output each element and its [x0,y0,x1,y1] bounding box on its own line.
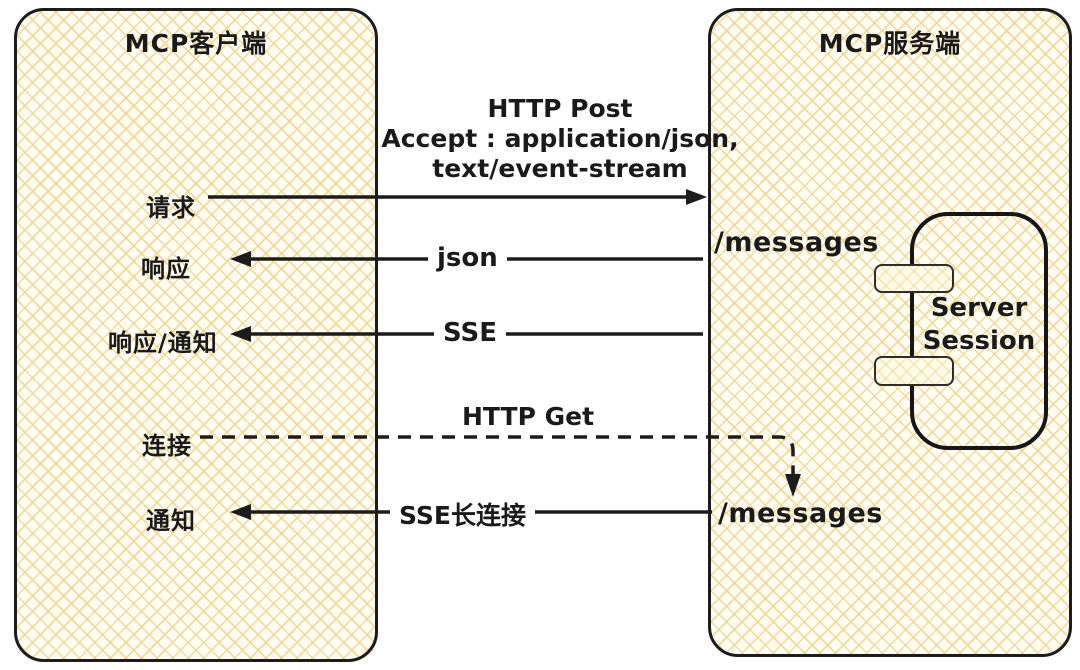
server-session-line2: Session [922,326,1036,356]
annotation-http-post: HTTP Post Accept : application/json, tex… [380,94,740,184]
client-box-title: MCP客户端 [124,29,268,58]
annotation-http-post-line2: Accept : application/json, [381,124,739,153]
annotation-sse: SSE [434,318,507,348]
server-session-label: Server Session [910,292,1048,358]
endpoint-messages-top: /messages [714,227,879,258]
annotation-http-get: HTTP Get [462,402,595,431]
flow-label-response-notify: 响应/通知 [108,329,218,357]
flow-label-response: 响应 [141,255,191,283]
server-session-box [910,212,1048,450]
flow-label-notify: 通知 [146,507,196,535]
flow-label-connect: 连接 [142,432,192,460]
annotation-sse-long: SSE长连接 [390,496,535,532]
endpoint-messages-bottom: /messages [718,498,883,529]
session-port-top [874,264,954,293]
session-port-bottom [874,356,954,386]
server-box-title: MCP服务端 [818,29,962,58]
annotation-http-post-line1: HTTP Post [487,94,633,123]
annotation-json: json [428,243,507,273]
annotation-http-post-line3: text/event-stream [432,154,688,183]
arrowhead-right-icon [686,189,707,205]
flow-label-request: 请求 [146,194,196,222]
server-session-line1: Server [930,293,1028,323]
